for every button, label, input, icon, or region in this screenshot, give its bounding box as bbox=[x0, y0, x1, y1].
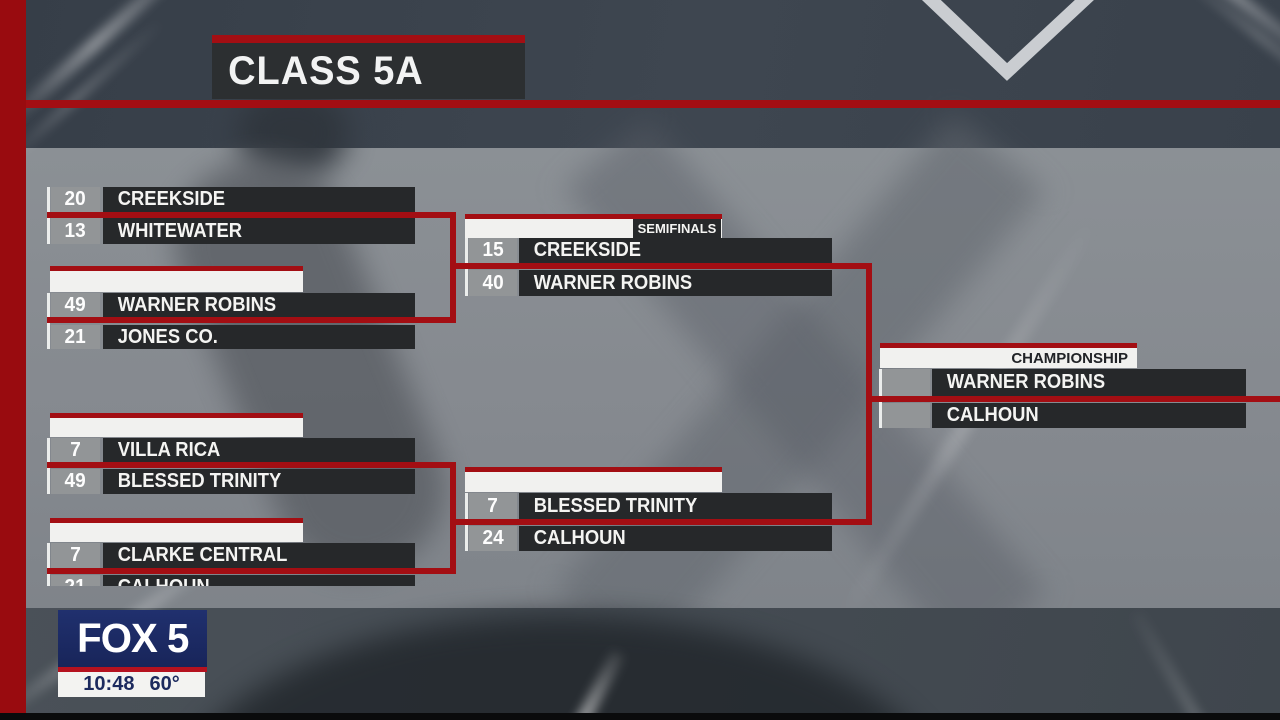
score-box: 40 bbox=[469, 270, 517, 296]
team-name: JONES CO. bbox=[117, 325, 218, 348]
matchup-header-accent bbox=[465, 467, 722, 472]
score-value: 21 bbox=[64, 325, 87, 348]
team-name: WHITEWATER bbox=[117, 219, 243, 242]
matchup-header-bar bbox=[50, 271, 303, 292]
championship-label-text: CHAMPIONSHIP bbox=[1011, 349, 1128, 367]
bracket-connector-line bbox=[47, 568, 456, 574]
score-value: 49 bbox=[64, 293, 87, 316]
score-box: 7 bbox=[51, 438, 100, 462]
semifinals-label: SEMIFINALS bbox=[633, 219, 721, 238]
score-box: 15 bbox=[469, 238, 517, 263]
bracket-connector-line bbox=[47, 462, 456, 468]
team-name-box: BLESSED TRINITY bbox=[103, 469, 415, 494]
score-box: 7 bbox=[469, 493, 517, 519]
score-box: 49 bbox=[51, 469, 100, 494]
team-name-box: CREEKSIDE bbox=[519, 238, 832, 263]
team-name-box: CLARKE CENTRAL bbox=[103, 543, 415, 568]
matchup-header-accent bbox=[50, 266, 303, 271]
team-name: CREEKSIDE bbox=[533, 239, 642, 261]
bracket-connector-line bbox=[47, 212, 456, 218]
team-name: WARNER ROBINS bbox=[533, 271, 693, 294]
team-name-box: WARNER ROBINS bbox=[932, 369, 1246, 396]
team-name: CALHOUN bbox=[533, 527, 626, 549]
semifinals-label-text: SEMIFINALS bbox=[637, 221, 717, 236]
score-box: 24 bbox=[469, 526, 517, 551]
background-chevron-shape bbox=[921, 0, 1094, 81]
bracket-connector-line bbox=[450, 519, 872, 525]
score-box: 13 bbox=[51, 218, 100, 244]
bracket-connector-line bbox=[47, 317, 456, 323]
bracket-connector-line bbox=[450, 263, 872, 269]
bracket-connector-line bbox=[866, 396, 1280, 402]
score-box: 21 bbox=[51, 325, 100, 349]
score-box: 7 bbox=[51, 543, 100, 568]
team-name: WARNER ROBINS bbox=[946, 371, 1106, 393]
championship-header-bar: CHAMPIONSHIP bbox=[880, 348, 1137, 368]
score-value: 7 bbox=[70, 438, 81, 461]
team-name: CLARKE CENTRAL bbox=[117, 544, 288, 566]
team-name-box: JONES CO. bbox=[103, 325, 415, 349]
team-name-box: CALHOUN bbox=[932, 403, 1246, 428]
fox5-logo: FOX 5 bbox=[58, 610, 207, 667]
left-red-side-bar bbox=[0, 0, 26, 713]
team-name: BLESSED TRINITY bbox=[533, 494, 698, 517]
team-name: CALHOUN bbox=[103, 576, 210, 586]
team-name-box: BLESSED TRINITY bbox=[519, 493, 832, 519]
team-name: WARNER ROBINS bbox=[117, 293, 277, 316]
team-name-box: CALHOUN bbox=[103, 575, 415, 586]
header-divider-line bbox=[26, 100, 1280, 108]
team-name: CALHOUN bbox=[946, 404, 1039, 426]
team-name-box: WHITEWATER bbox=[103, 218, 415, 244]
score-value: 15 bbox=[482, 239, 504, 261]
score-value: 7 bbox=[70, 544, 81, 566]
fox5-logo-stripe bbox=[58, 667, 207, 672]
score-value: 24 bbox=[482, 527, 504, 549]
score-box: 49 bbox=[51, 293, 100, 317]
bracket-connector-vertical bbox=[866, 263, 872, 525]
matchup-header-accent bbox=[465, 214, 722, 219]
matchup-header-accent bbox=[880, 343, 1137, 348]
clipped-row-wrapper: 21 CALHOUN bbox=[51, 575, 415, 586]
fox5-logo-text: FOX 5 bbox=[76, 615, 189, 661]
team-name: VILLA RICA bbox=[117, 438, 221, 461]
team-name-box: WARNER ROBINS bbox=[519, 270, 832, 296]
team-name-box: CREEKSIDE bbox=[103, 187, 415, 212]
team-name-box: VILLA RICA bbox=[103, 438, 415, 462]
team-name-box: CALHOUN bbox=[519, 526, 832, 551]
team-name-box: WARNER ROBINS bbox=[103, 293, 415, 317]
score-value: 40 bbox=[482, 271, 504, 294]
fox5-time-temp-bar: 10:48 60° bbox=[58, 672, 205, 697]
matchup-header-bar bbox=[50, 523, 303, 542]
score-value: 49 bbox=[64, 470, 87, 492]
score-value: 21 bbox=[65, 576, 86, 586]
team-name: BLESSED TRINITY bbox=[117, 470, 282, 492]
matchup-header-bar bbox=[50, 418, 303, 437]
score-box: 21 bbox=[51, 575, 100, 586]
title-box: CLASS 5A bbox=[212, 43, 525, 99]
letterbox-bottom-strip bbox=[0, 713, 1280, 720]
page-title: CLASS 5A bbox=[228, 48, 424, 93]
score-value: 20 bbox=[64, 188, 87, 210]
score-value: 13 bbox=[64, 219, 87, 242]
score-box: 20 bbox=[51, 187, 100, 212]
team-name: CREEKSIDE bbox=[117, 188, 226, 210]
title-accent-bar bbox=[212, 35, 525, 43]
matchup-tick bbox=[47, 543, 50, 586]
score-box bbox=[882, 403, 930, 428]
score-box bbox=[882, 369, 930, 396]
matchup-header-accent bbox=[50, 413, 303, 418]
matchup-header-accent bbox=[50, 518, 303, 523]
score-value: 7 bbox=[487, 494, 499, 517]
temperature: 60° bbox=[149, 673, 180, 695]
matchup-header-bar bbox=[465, 472, 722, 492]
clock-time: 10:48 bbox=[83, 673, 135, 695]
bracket-connector-vertical bbox=[450, 462, 456, 574]
